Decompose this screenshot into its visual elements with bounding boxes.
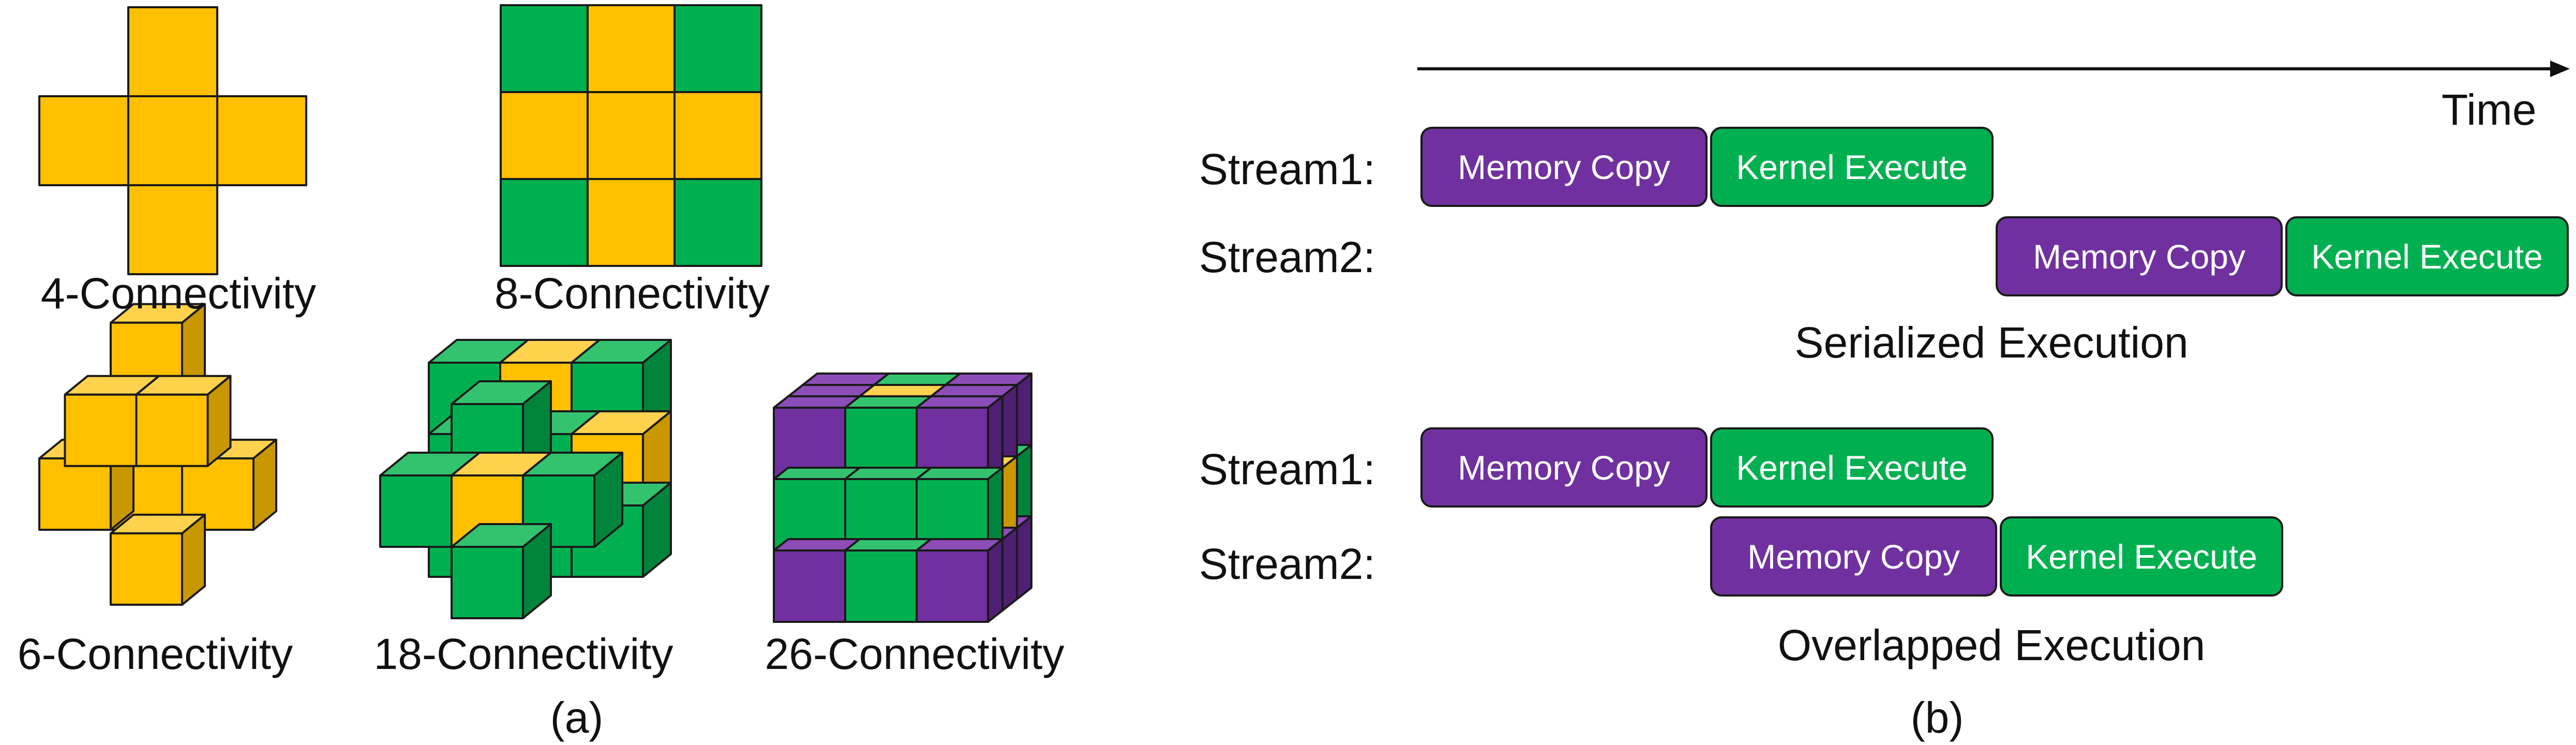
serialized-stream2-label: Stream2: (1199, 233, 1375, 281)
pixel-cell (673, 91, 762, 180)
serialized-stream1-kernel-execute: Kernel Execute (1710, 127, 1994, 207)
serialized-stream1-label: Stream1: (1199, 145, 1375, 193)
serialized-stream1-memory-copy: Memory Copy (1420, 127, 1708, 207)
connectivity-figure (38, 4, 1032, 623)
label-26-connectivity: 26-Connectivity (765, 630, 1065, 678)
time-label: Time (2442, 85, 2537, 134)
voxel-cube (110, 513, 206, 606)
pixel-cell (673, 4, 762, 93)
serialized-stream2-kernel-execute: Kernel Execute (2285, 216, 2569, 296)
time-axis-arrowhead (2550, 61, 2570, 77)
label-8-connectivity: 8-Connectivity (494, 269, 770, 318)
overlapped-stream1-label: Stream1: (1199, 445, 1375, 494)
pixel-cell (500, 4, 589, 93)
panel-b-label: (b) (1910, 693, 1964, 742)
voxel-cube (451, 523, 552, 619)
overlapped-stream2-memory-copy: Memory Copy (1710, 516, 1997, 597)
pixel-cell (500, 91, 589, 180)
overlapped-stream1-kernel-execute: Kernel Execute (1710, 427, 1994, 508)
serialized-execution-title: Serialized Execution (1794, 318, 2189, 367)
panel-a-label: (a) (550, 693, 604, 742)
six-connectivity-cross (38, 303, 277, 606)
pixel-cell (500, 178, 589, 267)
time-axis (1417, 61, 2570, 77)
label-18-connectivity: 18-Connectivity (373, 630, 673, 678)
overlapped-stream1-memory-copy: Memory Copy (1420, 427, 1708, 508)
pixel-cell (127, 184, 218, 275)
voxel-cube (135, 375, 232, 467)
pixel-cell (216, 95, 307, 186)
eight-connectivity-grid (500, 4, 762, 267)
pixel-cell (587, 91, 676, 180)
eighteen-connectivity-cube (379, 339, 672, 619)
pixel-cell (127, 95, 218, 186)
pixel-cell (587, 178, 676, 267)
serialized-stream2-memory-copy: Memory Copy (1996, 216, 2283, 296)
overlapped-stream2-label: Stream2: (1199, 540, 1375, 588)
pixel-cell (673, 178, 762, 267)
label-6-connectivity: 6-Connectivity (17, 630, 293, 678)
pixel-cell (587, 4, 676, 93)
pixel-cell (38, 95, 129, 186)
twenty-six-connectivity-cube (773, 373, 1032, 623)
label-4-connectivity: 4-Connectivity (40, 269, 317, 318)
pixel-cell (127, 6, 218, 97)
overlapped-execution-title: Overlapped Execution (1777, 621, 2206, 669)
voxel-cube (916, 538, 1004, 623)
four-connectivity-cross (38, 6, 307, 275)
overlapped-stream2-kernel-execute: Kernel Execute (2000, 516, 2283, 597)
